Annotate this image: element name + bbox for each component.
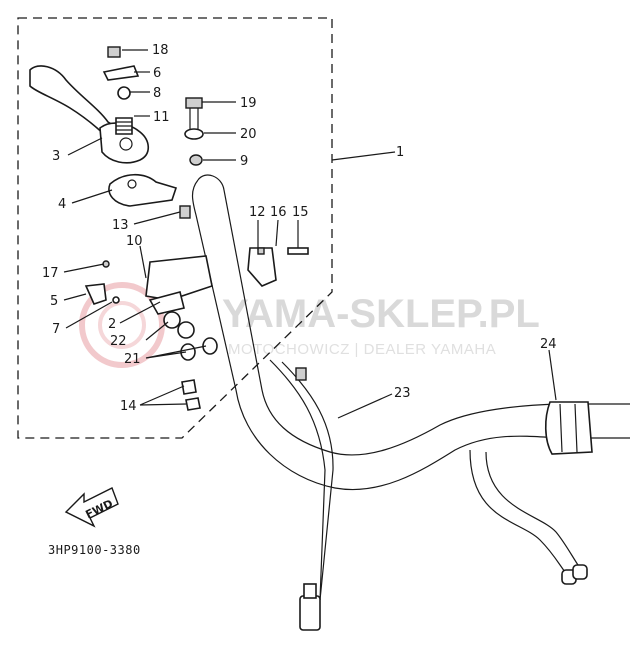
callout-8: 8 — [153, 86, 161, 101]
callout-23: 23 — [394, 386, 411, 401]
callout-10: 10 — [126, 234, 143, 249]
callout-5: 5 — [50, 294, 58, 309]
watermark-logo-inner — [98, 301, 146, 349]
callout-11: 11 — [153, 110, 170, 125]
hardware — [84, 46, 204, 305]
lever — [29, 65, 150, 164]
callout-17: 17 — [42, 266, 59, 281]
switch-housing — [469, 401, 593, 585]
watermark-tagline: MOTOCHOWICZ | DEALER YAMAHA — [228, 341, 496, 358]
callout-4: 4 — [58, 197, 66, 212]
callout-3: 3 — [52, 149, 60, 164]
callout-16: 16 — [270, 205, 287, 220]
callout-2: 2 — [108, 317, 116, 332]
callout-labels: 18 6 8 11 3 4 19 20 9 1 13 10 12 16 15 1… — [42, 43, 557, 414]
callout-13: 13 — [112, 218, 129, 233]
callout-22: 22 — [110, 334, 127, 349]
callout-7: 7 — [52, 322, 60, 337]
callout-20: 20 — [240, 127, 257, 142]
callout-1: 1 — [396, 145, 404, 160]
handlebar — [191, 174, 630, 491]
watermark-brand: YAMA-SKLEP.PL — [222, 292, 540, 336]
callout-15: 15 — [292, 205, 309, 220]
forward-direction-arrow: FWD — [64, 487, 119, 528]
callout-6: 6 — [153, 66, 161, 81]
bracket — [145, 247, 309, 411]
leader-lines — [63, 49, 557, 419]
watermark-logo — [79, 282, 165, 368]
switch-cable — [269, 359, 334, 631]
callout-19: 19 — [240, 96, 257, 111]
callout-12: 12 — [249, 205, 266, 220]
callout-14: 14 — [120, 399, 137, 414]
callout-9: 9 — [240, 154, 248, 169]
callout-18: 18 — [152, 43, 169, 58]
callout-24: 24 — [540, 337, 557, 352]
watermark: YAMA-SKLEP.PL MOTOCHOWICZ | DEALER YAMAH… — [79, 282, 540, 368]
callout-21: 21 — [124, 352, 141, 367]
drawing-code: 3HP9100-3380 — [48, 543, 141, 557]
